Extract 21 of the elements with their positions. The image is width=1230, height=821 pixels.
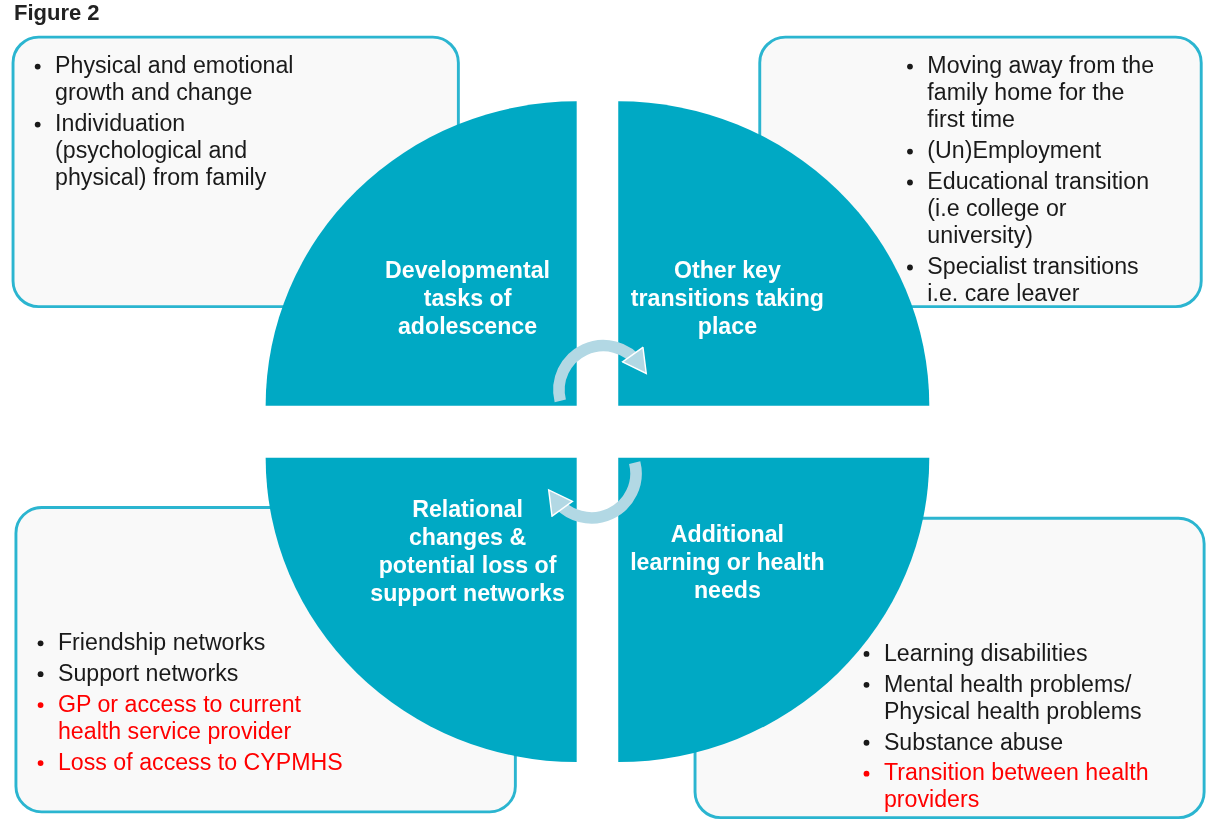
bullet-item: Support networks xyxy=(57,659,239,686)
bullet-item: Substance abuse xyxy=(883,728,1064,755)
quadrant-heading: Other key transitions taking place xyxy=(629,255,825,340)
bullet-item: Physical and emotional growth and change xyxy=(55,52,294,106)
curved-arrow xyxy=(553,339,648,402)
quadrant-heading: Relational changes & potential loss of support networks xyxy=(369,494,566,607)
bullet-item: Educational transition (i.e college or university) xyxy=(927,168,1150,249)
bullet-item: Moving away from the family home for the first time xyxy=(927,52,1155,133)
bullet-item: Learning disabilities xyxy=(883,639,1088,666)
bullet-item: Individuation (psychological and physical) from family xyxy=(55,110,267,191)
bullet-item: GP or access to current health service provider xyxy=(57,690,302,744)
figure-title: Figure 2 xyxy=(14,0,100,26)
curved-arrow xyxy=(547,461,642,524)
bullet-item: Mental health problems/ Physical health problems xyxy=(883,670,1142,724)
quadrant-heading: Additional learning or health needs xyxy=(629,519,826,604)
quadrant-heading: Developmental tasks of adolescence xyxy=(384,255,551,340)
bullet-item: Transition between health providers xyxy=(883,759,1149,813)
bullet-item: Loss of access to CYPMHS xyxy=(57,748,343,775)
bullet-item: (Un)Employment xyxy=(927,137,1102,164)
bullet-item: Specialist transitions i.e. care leaver xyxy=(927,253,1139,307)
bullet-item: Friendship networks xyxy=(57,628,266,655)
